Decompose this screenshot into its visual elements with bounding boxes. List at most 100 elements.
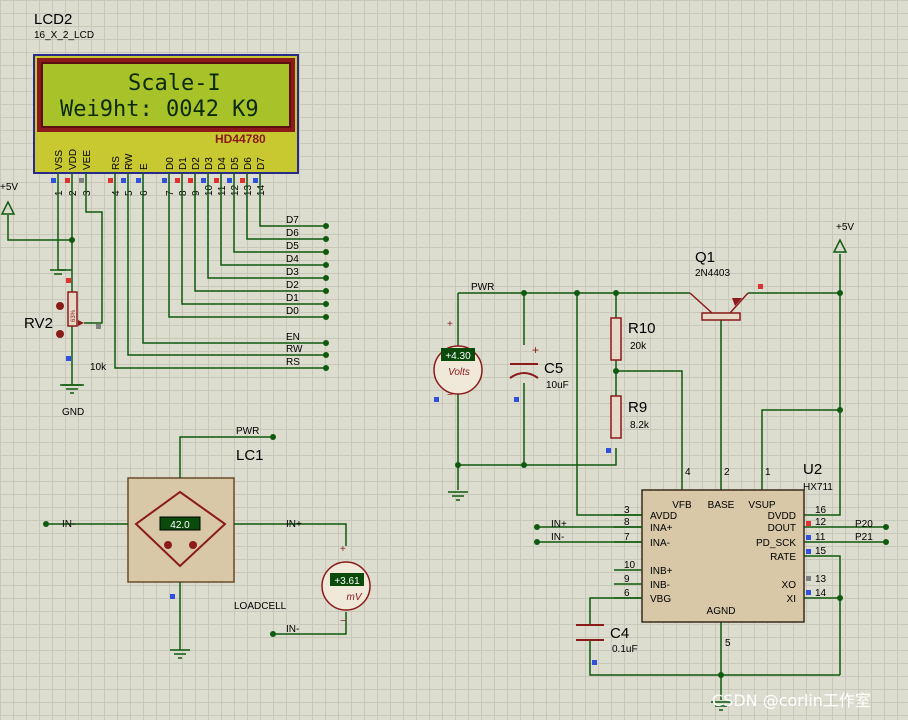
lcd-pin-number: 3 <box>82 190 93 196</box>
hx-pin-name: VBG <box>650 594 671 605</box>
c4-ref: C4 <box>610 625 629 642</box>
hx-pin-number: 15 <box>815 546 827 557</box>
hx-pin-name: AGND <box>707 606 736 617</box>
lcd-module[interactable]: LCD2 16_X_2_LCD Scale-I Wei9ht: 0042 K9 … <box>33 11 299 196</box>
lcd-pin-number: 11 <box>217 185 228 196</box>
lcd-pin-number: 1 <box>54 190 65 196</box>
lcd-wires <box>7 188 326 386</box>
lcd-part: 16_X_2_LCD <box>34 30 94 41</box>
pin-markers <box>66 278 811 665</box>
loadcell-ref: LC1 <box>236 447 264 464</box>
hx-pin-number: 8 <box>624 517 630 528</box>
hx-pin-name: VFB <box>672 500 692 511</box>
r10-ref: R10 <box>628 320 656 337</box>
lcd-pin-number: 5 <box>124 190 135 196</box>
lcd-pin-name: VDD <box>68 149 79 170</box>
lcd-pin-number: 13 <box>243 184 254 196</box>
bus-label: D1 <box>286 293 299 304</box>
supply-right: +5V <box>832 222 854 253</box>
u2-part: HX711 <box>803 482 833 493</box>
resistor-r9[interactable]: R9 8.2k <box>610 395 650 439</box>
hx711-chip[interactable]: U2 HX711 AVDD3INA+8INA-7INB+10INB-9VBG6D… <box>614 461 833 649</box>
c5-ref: C5 <box>544 360 563 377</box>
lcd-bus-labels: D7 D6 D5 D4 D3 D2 D1 D0 EN RW RS <box>286 215 303 368</box>
lcd-pin-number: 6 <box>139 190 150 196</box>
bus-label: D3 <box>286 267 299 278</box>
loadcell[interactable]: LC1 42.0 LOADCELL <box>127 447 287 612</box>
hx-pin-number: 4 <box>685 467 691 478</box>
resistor-r10[interactable]: R10 20k <box>610 317 656 361</box>
svg-text:−: − <box>340 616 346 627</box>
lcd-pin-name: D1 <box>178 157 189 170</box>
hx-pin-number: 6 <box>624 588 630 599</box>
supply-right-label: +5V <box>836 222 854 233</box>
lcd-pin-state <box>51 178 56 183</box>
lcd-ref: LCD2 <box>34 11 72 28</box>
hx-pin-number: 13 <box>815 574 827 585</box>
hx-pin-name: INA+ <box>650 523 673 534</box>
hx-in-plus: IN+ <box>551 519 567 530</box>
lcd-pin-name: D3 <box>204 157 215 170</box>
q1-ref: Q1 <box>695 249 715 266</box>
bus-label: D7 <box>286 215 299 226</box>
lcd-pin-name: RW <box>124 153 135 170</box>
loadcell-wires <box>46 436 347 650</box>
hx-pin-name: INB- <box>650 580 670 591</box>
voltmeter[interactable]: +4.30 Volts + − <box>433 319 483 401</box>
hx-pin-number: 12 <box>815 517 827 528</box>
lcd-line-2: Wei9ht: 0042 K9 <box>60 97 259 122</box>
lcd-pin-state <box>65 178 70 183</box>
lcd-pin-name: E <box>139 163 150 170</box>
capacitor-c5[interactable]: + C5 10uF <box>509 343 569 391</box>
r9-value: 8.2k <box>630 420 650 431</box>
lcd-pin-state <box>121 178 126 183</box>
hx-in-minus: IN- <box>551 532 564 543</box>
bus-label: RW <box>286 344 303 355</box>
loadcell-display: 42.0 <box>170 520 190 531</box>
bus-label: D2 <box>286 280 299 291</box>
hx-pin-number: 14 <box>815 588 827 599</box>
hx-pin-name: XI <box>787 594 796 605</box>
hx-pin-number: 7 <box>624 532 630 543</box>
r9-ref: R9 <box>628 399 647 416</box>
hx-pin-name: VSUP <box>748 500 776 511</box>
hx-pin-name: DOUT <box>768 523 796 534</box>
mv-unit: mV <box>347 592 363 603</box>
lcd-pin-number: 7 <box>165 190 176 196</box>
hx-pin-number: 16 <box>815 505 827 516</box>
p21-label: P21 <box>855 532 873 543</box>
bus-label: D5 <box>286 241 299 252</box>
lcd-pin-state <box>188 178 193 183</box>
transistor-q1[interactable]: Q1 2N4403 <box>689 249 749 321</box>
hx-pin-number: 5 <box>725 638 731 649</box>
lcd-pin-name: D2 <box>191 157 202 170</box>
lcd-pin-name: D0 <box>165 157 176 170</box>
hx-pin-name: AVDD <box>650 511 677 522</box>
hx-pin-name: PD_SCK <box>756 538 796 549</box>
lcd-pin-name: D6 <box>243 157 254 170</box>
svg-text:+: + <box>340 544 346 555</box>
lcd-pin-name: RS <box>111 156 122 170</box>
c5-value: 10uF <box>546 380 569 391</box>
bus-label: D6 <box>286 228 299 239</box>
rv2-potentiometer[interactable]: RV2 10k 63% <box>24 291 107 373</box>
bus-label: D4 <box>286 254 299 265</box>
watermark: CSDN @corlin工作室 <box>712 691 871 710</box>
lcd-wire-dots <box>69 223 329 371</box>
lcd-pin-state <box>108 178 113 183</box>
lcd-pin-name: D5 <box>230 157 241 170</box>
capacitor-c4[interactable]: C4 0.1uF <box>576 624 638 655</box>
lcd-pin-state <box>227 178 232 183</box>
lcd-pin-number: 10 <box>204 184 215 196</box>
hx-pin-number: 9 <box>624 574 630 585</box>
hx-pin-name: DVDD <box>768 511 796 522</box>
rv2-percent: 63% <box>71 309 77 322</box>
millivolt-meter[interactable]: +3.61 mV + − <box>321 544 371 627</box>
hx-pin-name: XO <box>782 580 797 591</box>
gnd-symbols-right <box>448 491 731 711</box>
lcd-pin-state <box>162 178 167 183</box>
lcd-controller: HD44780 <box>215 132 266 146</box>
loadcell-in-minus-bottom: IN- <box>286 624 299 635</box>
lcd-pin-state <box>240 178 245 183</box>
